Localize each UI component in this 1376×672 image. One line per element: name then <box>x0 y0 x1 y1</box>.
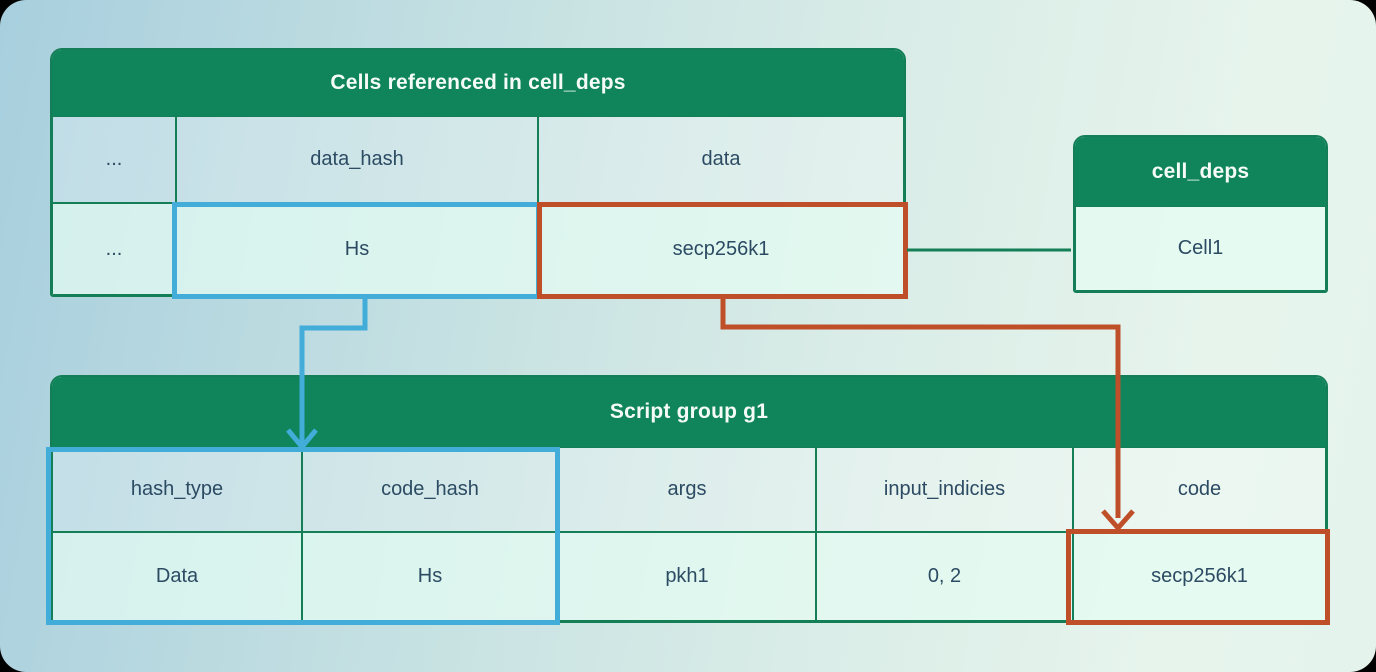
script-group-col-code: code <box>1073 447 1326 532</box>
script-group-val-hs: Hs <box>302 532 558 621</box>
cells-ref-col-data: data <box>538 116 904 203</box>
cell-deps-val-cell1: Cell1 <box>1075 206 1326 291</box>
script-group-val-indices: 0, 2 <box>816 532 1073 621</box>
script-group-col-args: args <box>558 447 816 532</box>
script-group-col-hash-type: hash_type <box>52 447 302 532</box>
script-group-table-title: Script group g1 <box>52 377 1326 447</box>
cells-ref-val-secp256k1: secp256k1 <box>538 203 904 295</box>
cell-deps-table: cell_deps Cell1 <box>1073 135 1328 293</box>
script-group-val-secp256k1: secp256k1 <box>1073 532 1326 621</box>
cells-ref-val-ellipsis: ... <box>52 203 176 295</box>
script-group-val-pkh1: pkh1 <box>558 532 816 621</box>
cells-ref-col-data-hash: data_hash <box>176 116 538 203</box>
cells-referenced-table: Cells referenced in cell_deps ... data_h… <box>50 48 906 297</box>
cells-referenced-table-title: Cells referenced in cell_deps <box>52 50 904 116</box>
script-group-val-data: Data <box>52 532 302 621</box>
script-group-table: Script group g1 hash_type code_hash args… <box>50 375 1328 623</box>
cell-deps-table-title: cell_deps <box>1075 137 1326 206</box>
script-group-col-code-hash: code_hash <box>302 447 558 532</box>
script-group-col-input-indicies: input_indicies <box>816 447 1073 532</box>
cells-ref-col-ellipsis: ... <box>52 116 176 203</box>
cells-ref-val-hs: Hs <box>176 203 538 295</box>
